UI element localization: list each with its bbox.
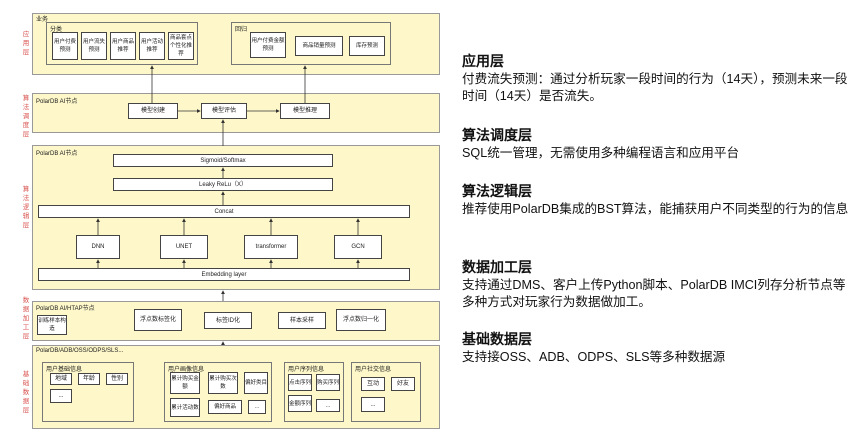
category-item: 用户付费预测 (52, 32, 78, 60)
profile-info-item: 偏好商品 (208, 400, 242, 414)
regression-title: 回归 (235, 27, 248, 33)
proc-node: 浮点数标签化 (134, 309, 182, 331)
category-item: 用户流失预测 (81, 32, 107, 60)
section-base: 基础数据层 支持接OSS、ADB、ODPS、SLS等多种数据源 (462, 330, 852, 366)
sched-node: 模型创建 (128, 103, 178, 119)
category-title: 分类 (50, 27, 63, 33)
proc-node: 样本采样 (278, 312, 326, 329)
social-info-item: ... (361, 397, 385, 412)
layer-label-app: 应用层 (22, 31, 30, 56)
section-body: SQL统一管理，无需使用多种编程语言和应用平台 (462, 146, 740, 160)
section-sched: 算法调度层 SQL统一管理，无需使用多种编程语言和应用平台 (462, 126, 852, 162)
concat-node: Concat (38, 205, 410, 218)
regression-item: 商品销量预测 (295, 36, 343, 56)
sequence-info-item: 购买序列 (316, 374, 340, 391)
sched-title: PolarDB AI节点 (36, 99, 78, 105)
section-title: 应用层 (462, 53, 504, 69)
section-app: 应用层 付费流失预测：通过分析玩家一段时间的行为（14天），预测未来一段时间（1… (462, 52, 852, 105)
profile-info-item: ... (248, 400, 266, 414)
basic-info-item: 年龄 (78, 373, 100, 385)
sched-node: 模型评估 (201, 103, 247, 119)
business-title: 业务 (36, 17, 49, 23)
sigmoid-node: Sigmoid/Softmax (113, 154, 333, 167)
category-item: 用户商品推荐 (110, 32, 136, 60)
layer-label-proc: 数据加工层 (22, 297, 30, 340)
layer-label-base: 基础数据层 (22, 371, 30, 414)
sequence-info-item: 点击序列 (288, 374, 312, 391)
section-title: 基础数据层 (462, 331, 532, 347)
leaky-relu-node: Leaky ReLu（X） (113, 178, 333, 191)
section-title: 算法调度层 (462, 127, 532, 143)
profile-info-item: 偏好类目 (244, 372, 268, 394)
social-info-group (351, 362, 421, 422)
category-item: 商品套点个性化推荐 (168, 32, 194, 60)
proc-node: 标签ID化 (204, 312, 252, 329)
model-node: GCN (334, 235, 382, 259)
model-node: transformer (244, 235, 298, 259)
sequence-info-item: ... (316, 399, 340, 412)
model-node: DNN (76, 235, 120, 259)
section-title: 数据加工层 (462, 259, 532, 275)
social-info-item: 互动 (361, 377, 385, 391)
regression-item: 用户付费金额预测 (250, 32, 286, 58)
section-title: 算法逻辑层 (462, 183, 532, 199)
section-body: 支持通过DMS、客户上传Python脚本、PolarDB IMCI列存分析节点等… (462, 278, 846, 309)
layer-label-sched: 算法调度层 (22, 95, 30, 138)
regression-item: 库存预测 (349, 36, 385, 56)
section-body: 支持接OSS、ADB、ODPS、SLS等多种数据源 (462, 350, 726, 364)
profile-info-item: 累计购买次数 (208, 372, 238, 394)
sequence-info-group (284, 362, 344, 422)
proc-title: PolarDB AI/HTAP节点 (36, 306, 95, 312)
train-sample-node: 训练样本构造 (37, 315, 67, 335)
profile-info-title: 用户画像信息 (168, 367, 205, 373)
profile-info-item: 累计购买金额 (170, 372, 200, 394)
section-body: 推荐使用PolarDB集成的BST算法，能捕获用户不同类型的行为的信息 (462, 202, 849, 216)
basic-info-item: 性别 (106, 373, 128, 385)
proc-node: 浮点数归一化 (336, 309, 386, 331)
basic-info-item: 地域 (50, 373, 72, 385)
sched-node: 模型推理 (280, 103, 330, 119)
architecture-diagram: 应用层 算法调度层 算法逻辑层 数据加工层 基础数据层 业务 分类 用户付费预测… (22, 13, 440, 429)
base-title: PolarDB/ADB/OSS/ODPS/SLS... (36, 348, 124, 354)
model-node: UNET (160, 235, 208, 259)
social-info-item: 好友 (391, 377, 415, 391)
section-proc: 数据加工层 支持通过DMS、客户上传Python脚本、PolarDB IMCI列… (462, 258, 852, 311)
sequence-info-item: 金额序列 (288, 395, 312, 412)
section-body: 付费流失预测：通过分析玩家一段时间的行为（14天），预测未来一段时间（14天）是… (462, 72, 848, 103)
embedding-node: Embedding layer (38, 268, 410, 281)
section-logic: 算法逻辑层 推荐使用PolarDB集成的BST算法，能捕获用户不同类型的行为的信… (462, 182, 852, 218)
layer-label-logic: 算法逻辑层 (22, 186, 30, 229)
basic-info-title: 用户基础信息 (46, 367, 83, 373)
social-info-title: 用户社交信息 (355, 367, 392, 373)
logic-title: PolarDB AI节点 (36, 151, 78, 157)
sequence-info-title: 用户序列信息 (288, 367, 325, 373)
category-item: 用户活动推荐 (139, 32, 165, 60)
profile-info-item: 累计活动数 (170, 398, 200, 417)
basic-info-item: ... (50, 389, 72, 403)
